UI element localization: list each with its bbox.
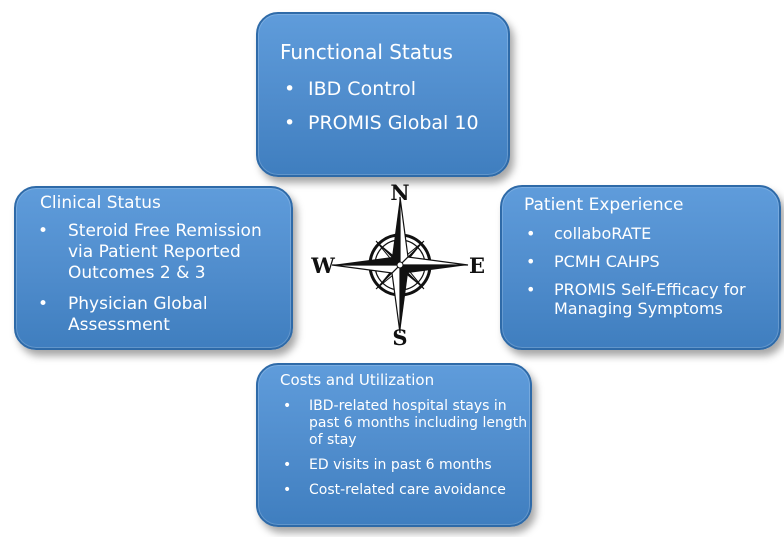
list-item: •IBD-related hospital stays in past 6 mo… [283, 398, 528, 448]
costs-utilization-title: Costs and Utilization [280, 371, 435, 389]
functional-status-list: •IBD Control •PROMIS Global 10 [284, 77, 479, 145]
list-item: •Cost-related care avoidance [283, 482, 506, 498]
list-item: •Steroid Free Remission via Patient Repo… [38, 221, 262, 283]
compass-north-label: N [390, 180, 409, 205]
list-item: •Physician Global Assessment [38, 294, 208, 335]
bullet-icon: • [284, 78, 296, 100]
patient-experience-box: Patient Experience •collaboRATE •PCMH CA… [500, 185, 781, 350]
bullet-icon: • [526, 280, 536, 299]
list-item: •IBD Control [284, 78, 416, 100]
functional-status-box: Functional Status •IBD Control •PROMIS G… [256, 12, 510, 177]
bullet-icon: • [38, 294, 49, 314]
compass-rose-icon: N S E W [310, 180, 485, 350]
list-item: •PROMIS Global 10 [284, 112, 479, 134]
bullet-icon: • [526, 252, 536, 271]
list-item: •PROMIS Self-Efficacy for Managing Sympt… [526, 280, 746, 318]
patient-experience-list: •collaboRATE •PCMH CAHPS •PROMIS Self-Ef… [526, 224, 774, 327]
compass-east-label: E [469, 253, 485, 278]
patient-experience-title: Patient Experience [524, 195, 684, 215]
bullet-icon: • [284, 112, 296, 134]
clinical-status-list: •Steroid Free Remission via Patient Repo… [38, 221, 288, 346]
bullet-icon: • [283, 398, 292, 414]
bullet-icon: • [283, 482, 292, 498]
compass-west-label: W [310, 253, 335, 278]
clinical-status-box: Clinical Status •Steroid Free Remission … [14, 186, 293, 350]
list-item: •ED visits in past 6 months [283, 457, 492, 473]
costs-utilization-box: Costs and Utilization •IBD-related hospi… [256, 363, 532, 527]
functional-status-title: Functional Status [280, 40, 453, 64]
list-item: •PCMH CAHPS [526, 252, 660, 271]
list-item: •collaboRATE [526, 224, 652, 243]
compass-south-label: S [392, 325, 407, 350]
clinical-status-title: Clinical Status [40, 193, 161, 213]
compass-center [396, 261, 404, 269]
bullet-icon: • [526, 224, 536, 243]
bullet-icon: • [38, 221, 49, 241]
compass-cardinal-points [331, 196, 469, 334]
costs-utilization-list: •IBD-related hospital stays in past 6 mo… [283, 398, 529, 507]
bullet-icon: • [283, 457, 292, 473]
